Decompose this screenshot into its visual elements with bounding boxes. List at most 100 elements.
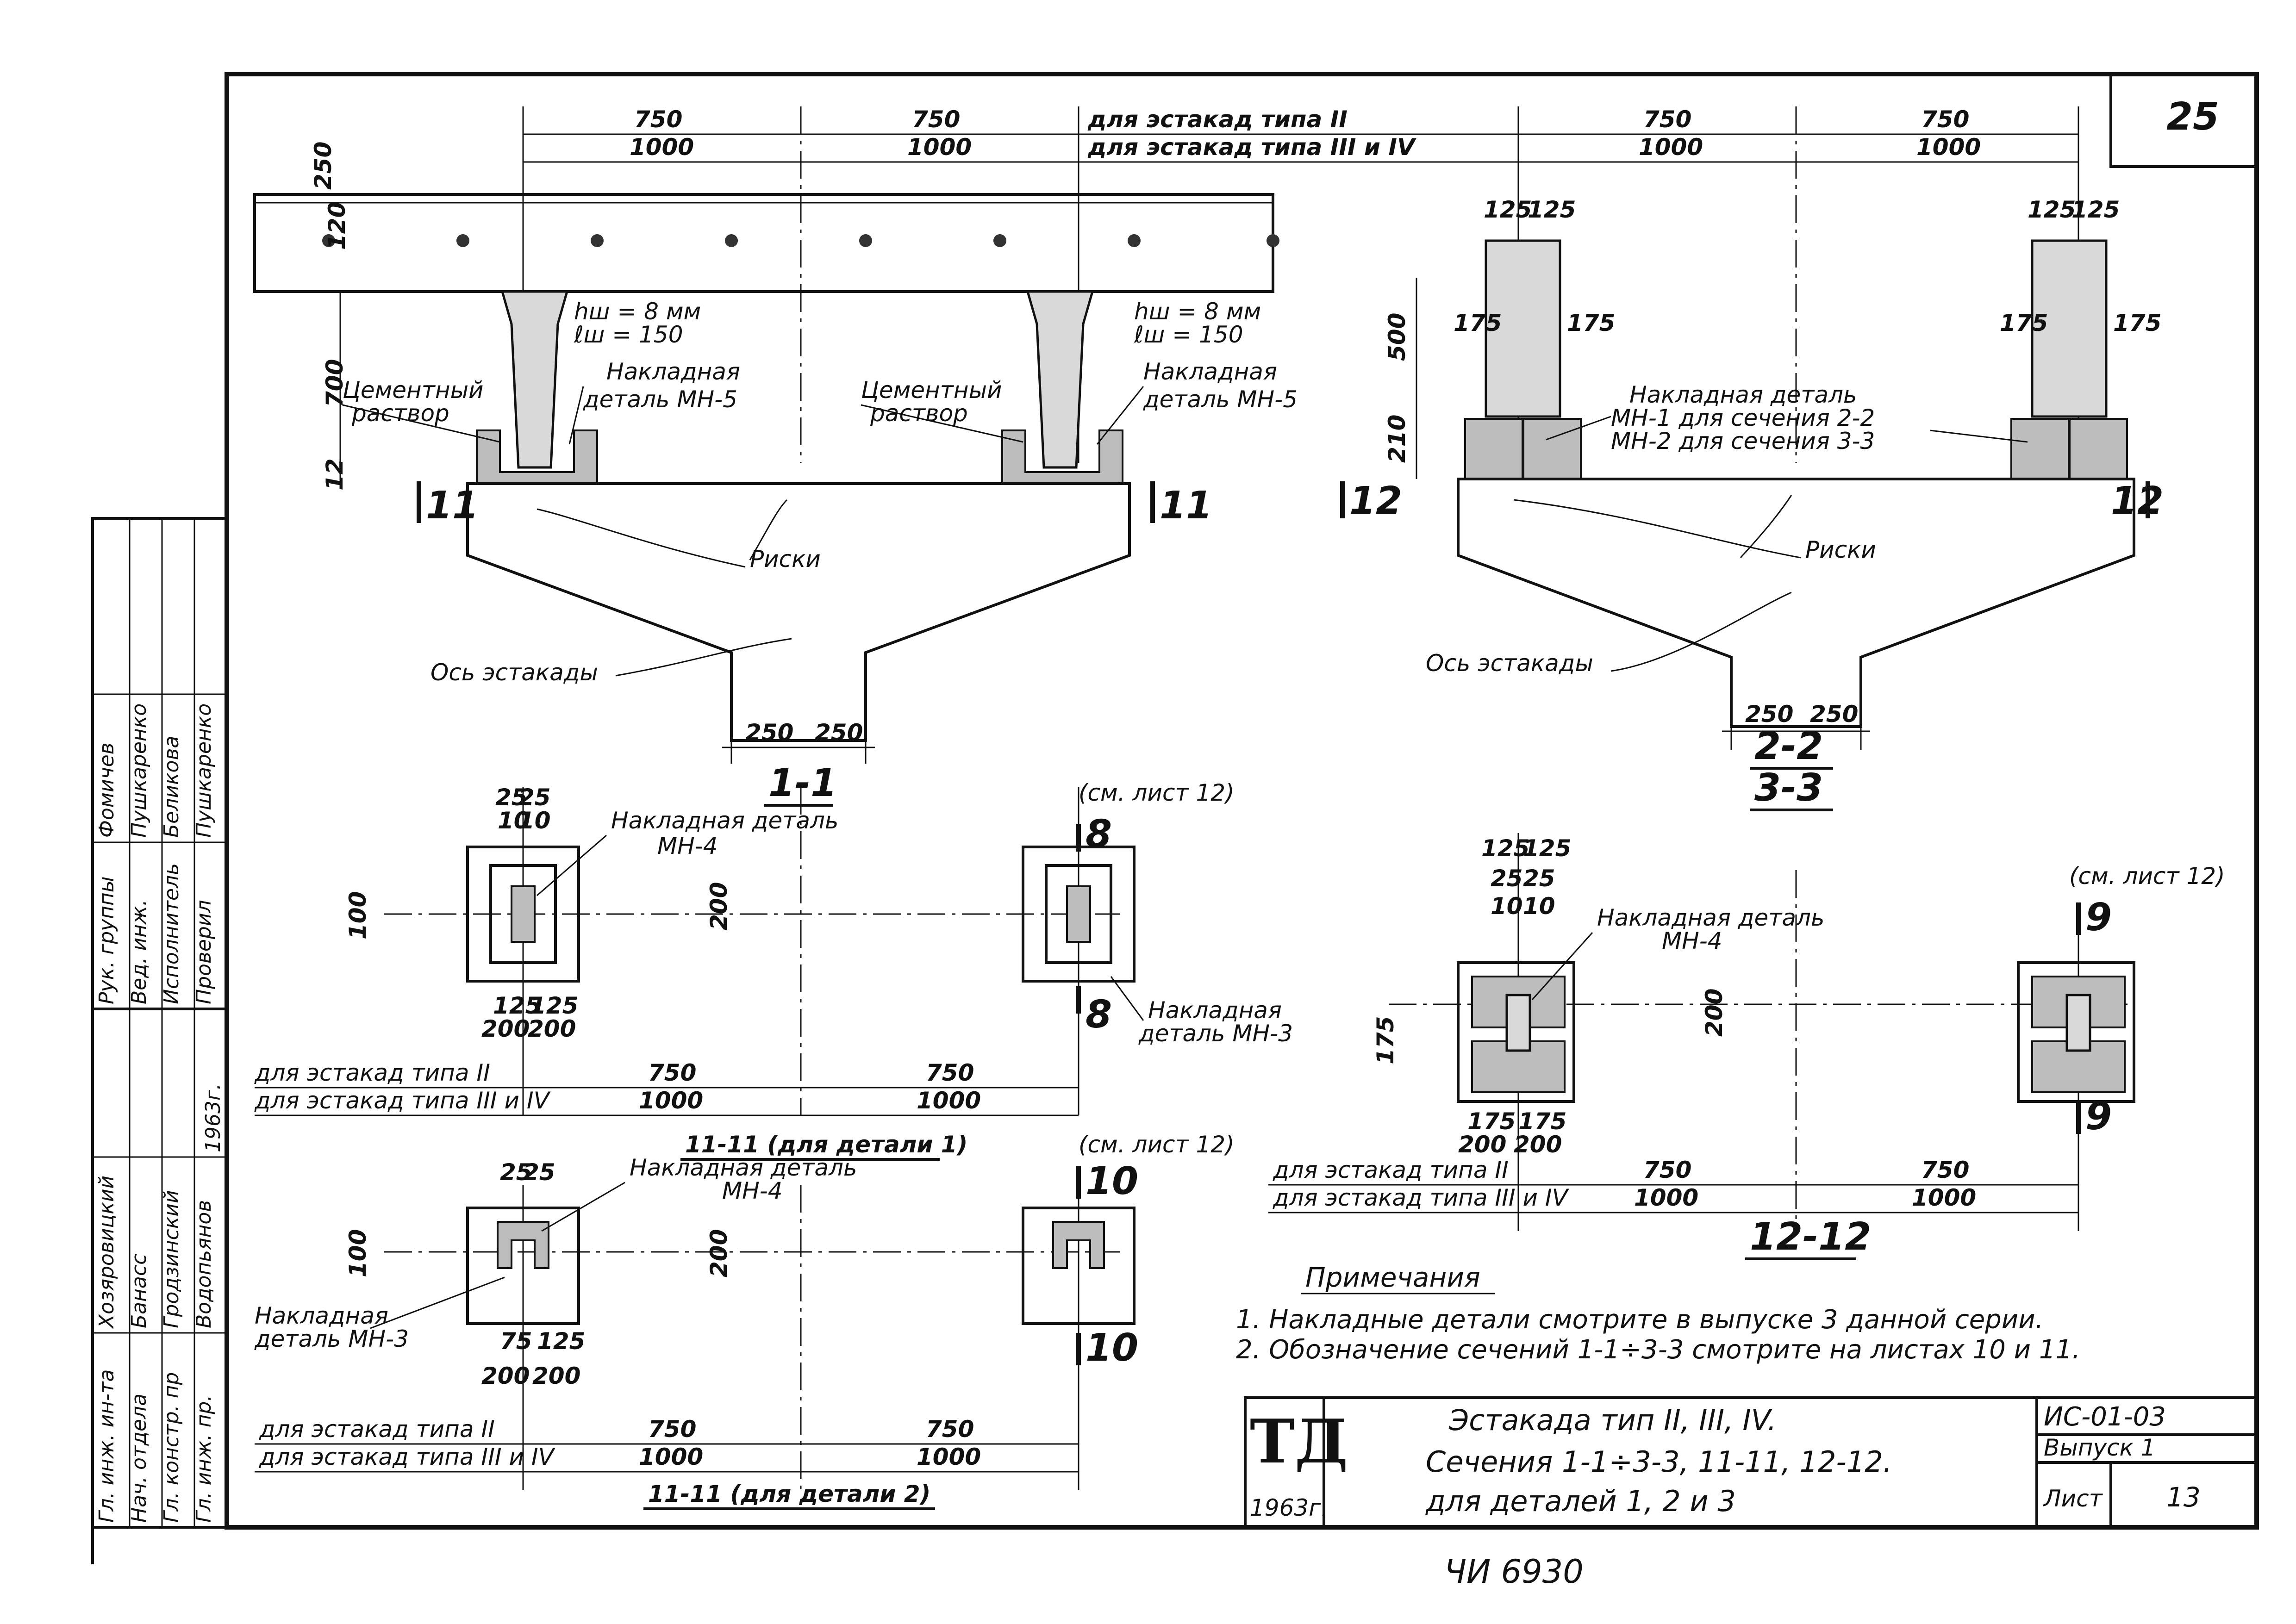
axis-label-2-2: Ось эстакады xyxy=(1426,650,1593,677)
section-2-2-title: 2-2 xyxy=(1754,724,1823,768)
title-line-2: Сечения 1-1÷3-3, 11-11, 12-12. xyxy=(1426,1445,1892,1479)
dim-175-c: 175 xyxy=(2000,310,2048,336)
section-1-1: 750 1000 750 1000 для эстакад типа II дл… xyxy=(253,106,1519,807)
sheet-number-box xyxy=(2109,73,2258,168)
dim-12: 12 xyxy=(321,458,348,491)
p2-mn3-label: Накладная xyxy=(255,1302,388,1329)
doc-issue: Выпуск 1 xyxy=(2044,1434,2155,1461)
dim-125-d: 125 xyxy=(2071,196,2120,223)
dim-1000-a: 1000 xyxy=(630,134,694,161)
base-dim-250-d: 250 xyxy=(1810,701,1858,728)
dim-1000-b: 1000 xyxy=(907,134,972,161)
girder-beam xyxy=(253,193,1274,293)
stamp-role-2: Вед. инж. xyxy=(127,899,151,1004)
section-1-1-title: 1-1 xyxy=(768,761,837,805)
p1-d100: 100 xyxy=(344,891,371,940)
column-2-2-right xyxy=(2031,239,2108,418)
s12-d25a: 25 xyxy=(1491,865,1523,892)
p2-750-a: 750 xyxy=(648,1416,696,1443)
p2-mn3-label-2: деталь МН-3 xyxy=(254,1325,409,1352)
dim-1000-d: 1000 xyxy=(1916,134,1981,161)
p2-1000-b: 1000 xyxy=(917,1444,981,1470)
cut-11-left-label: 11 xyxy=(426,484,479,528)
p2-row-type34: для эстакад типа III и IV xyxy=(259,1444,556,1470)
s12-d200a: 200 xyxy=(1458,1131,1506,1158)
p1-row-type2: для эстакад типа II xyxy=(254,1059,490,1086)
mn5-label-right: Накладная xyxy=(1143,358,1277,385)
base-dim-250-c: 250 xyxy=(1745,701,1793,728)
stamp-role-2: Исполнитель xyxy=(160,863,183,1004)
title-block: ТД 1963г. Эстакада тип II, III, IV. Сече… xyxy=(1244,1396,2258,1529)
stamp-name-2: Фомичев xyxy=(95,742,119,838)
mn12-label-3: МН-2 для сечения 3-3 xyxy=(1611,428,1875,454)
dim-125-a: 125 xyxy=(1484,196,1532,223)
stamp-name: Хозяровицкий xyxy=(95,1176,119,1329)
mn5-label-left-2: деталь МН-5 xyxy=(583,386,737,413)
section-3-3-title: 3-3 xyxy=(1754,766,1823,810)
cement-label-left: Цементный xyxy=(343,377,484,404)
p2-d75: 75 xyxy=(500,1328,532,1355)
dim-125-c: 125 xyxy=(2028,196,2076,223)
cut-10-top: 10 xyxy=(1086,1159,1138,1203)
p1-d200a: 200 xyxy=(481,1015,530,1042)
weld-hw-left: hш = 8 мм xyxy=(574,298,701,325)
section-2-2: 750 1000 750 1000 125 125 125 125 175 17… xyxy=(1340,106,2164,811)
p1-d125b: 125 xyxy=(530,992,578,1019)
s12-d175c: 175 xyxy=(1372,1016,1399,1064)
cut-11-right-label: 11 xyxy=(1160,484,1212,528)
notes: Примечания 1. Накладные детали смотрите … xyxy=(1236,1262,2080,1365)
cut-9-top: 9 xyxy=(2085,896,2112,940)
p2-750-b: 750 xyxy=(926,1416,974,1443)
s12-d200c: 200 xyxy=(1701,989,1728,1037)
p2-1000-a: 1000 xyxy=(639,1444,703,1470)
section-12-12-title: 12-12 xyxy=(1750,1215,1871,1259)
ref-sheet-12-a: (см. лист 12) xyxy=(1079,779,1235,806)
p1-750-a: 750 xyxy=(648,1059,696,1086)
s12-mn4-label: Накладная деталь xyxy=(1597,904,1824,931)
weld-lw-left: ℓш = 150 xyxy=(574,321,683,348)
s12-1000-a: 1000 xyxy=(1634,1184,1698,1211)
p2-d25b: 25 xyxy=(523,1159,555,1186)
p1-d200c: 200 xyxy=(705,882,732,930)
column-left xyxy=(500,290,569,469)
p1-d10b: 10 xyxy=(518,807,551,834)
cement-label-left-2: раствор xyxy=(351,400,449,427)
dim-750-c: 750 xyxy=(1643,106,1691,133)
stamp-name-2: Пушкаренко xyxy=(192,703,216,838)
p2-d200b: 200 xyxy=(532,1363,580,1389)
column-2-2-left xyxy=(1485,239,1561,418)
s12-d25b: 25 xyxy=(1523,865,1555,892)
section-12-12: 9 9 (см. лист 12) 125 125 25 25 10 10 17… xyxy=(1268,833,2225,1260)
doc-sheet-no: 13 xyxy=(2166,1481,2201,1513)
p1-d200b: 200 xyxy=(528,1015,576,1042)
p1-d25b: 25 xyxy=(518,784,551,811)
stamp-year: 1963г. xyxy=(201,1083,225,1152)
td-logo: ТД xyxy=(1250,1406,1348,1477)
stamp-name: Гродзинский xyxy=(160,1190,183,1328)
cut-10-bottom: 10 xyxy=(1086,1326,1138,1370)
doc-code: ИС-01-03 xyxy=(2044,1402,2166,1432)
td-year: 1963г. xyxy=(1250,1494,1328,1521)
dim-175-d: 175 xyxy=(2113,310,2161,336)
s12-750-a: 750 xyxy=(1643,1157,1691,1183)
cut-8-bottom: 8 xyxy=(1086,993,1112,1037)
stamp-name: Водопьянов xyxy=(192,1200,216,1328)
crossbar-2-2 xyxy=(1457,478,2135,728)
stamp-role-2: Рук. группы xyxy=(95,877,119,1004)
p2-mn4-label-2: МН-4 xyxy=(722,1177,783,1204)
stamp-role: Нач. отдела xyxy=(127,1394,151,1523)
doc-sheet-label: Лист xyxy=(2043,1485,2103,1512)
stamp-name-2: Беликова xyxy=(160,736,183,838)
base-dim-250-b: 250 xyxy=(815,719,863,746)
dim-120: 120 xyxy=(324,202,350,250)
stamp-name-2: Пушкаренко xyxy=(127,703,151,838)
rocks-label-1-1: Риски xyxy=(750,546,821,572)
s12-1000-b: 1000 xyxy=(1912,1184,1976,1211)
s12-d175a: 175 xyxy=(1467,1108,1516,1135)
p1-d10a: 10 xyxy=(498,807,530,834)
cut-9-bottom: 9 xyxy=(2085,1095,2112,1139)
